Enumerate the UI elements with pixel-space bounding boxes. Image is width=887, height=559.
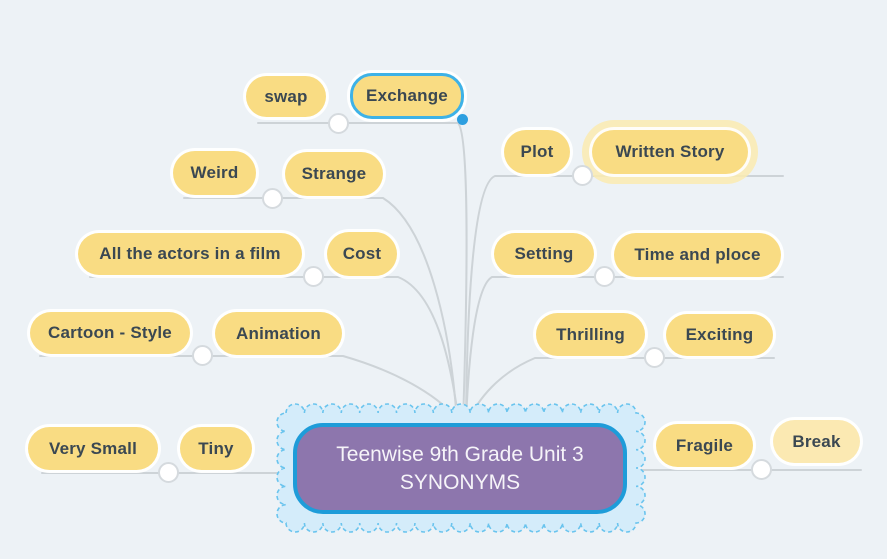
- connector-dot[interactable]: [594, 266, 615, 287]
- node-very-small[interactable]: Very Small: [28, 427, 158, 470]
- node-written-story[interactable]: Written Story: [592, 130, 748, 174]
- central-node[interactable]: Teenwise 9th Grade Unit 3 SYNONYMS: [293, 423, 627, 514]
- connector-dot[interactable]: [303, 266, 324, 287]
- node-swap[interactable]: swap: [246, 76, 326, 117]
- connector-dot[interactable]: [328, 113, 349, 134]
- node-cost[interactable]: Cost: [327, 232, 397, 276]
- connector-dot[interactable]: [262, 188, 283, 209]
- drag-handle-dot[interactable]: [457, 114, 468, 125]
- node-time-and-ploce[interactable]: Time and ploce: [614, 233, 781, 277]
- node-tiny[interactable]: Tiny: [180, 427, 252, 470]
- node-fragile[interactable]: Fragile: [656, 424, 753, 467]
- node-exchange[interactable]: Exchange: [350, 73, 464, 119]
- node-thrilling[interactable]: Thrilling: [536, 313, 645, 356]
- node-animation[interactable]: Animation: [215, 312, 342, 355]
- node-exciting[interactable]: Exciting: [666, 314, 773, 356]
- connector-dot[interactable]: [158, 462, 179, 483]
- branch-line-written-story: [465, 175, 784, 424]
- central-node-title: Teenwise 9th Grade Unit 3: [336, 442, 584, 466]
- node-weird[interactable]: Weird: [173, 151, 256, 195]
- connector-dot[interactable]: [751, 459, 772, 480]
- node-plot[interactable]: Plot: [504, 130, 570, 174]
- branch-line-time-and-ploce: [465, 276, 784, 424]
- node-setting[interactable]: Setting: [494, 233, 594, 275]
- connector-dot[interactable]: [572, 165, 593, 186]
- node-all-the-actors-in-a-film[interactable]: All the actors in a film: [78, 233, 302, 275]
- branch-line-cost: [89, 276, 460, 424]
- branch-line-strange: [183, 197, 458, 424]
- connector-dot[interactable]: [644, 347, 665, 368]
- node-break[interactable]: Break: [773, 420, 860, 463]
- branch-line-exchange: [257, 122, 468, 424]
- central-node-subtitle: SYNONYMS: [399, 470, 521, 494]
- connector-dot[interactable]: [192, 345, 213, 366]
- node-cartoon-style[interactable]: Cartoon - Style: [30, 312, 190, 354]
- node-strange[interactable]: Strange: [285, 152, 383, 196]
